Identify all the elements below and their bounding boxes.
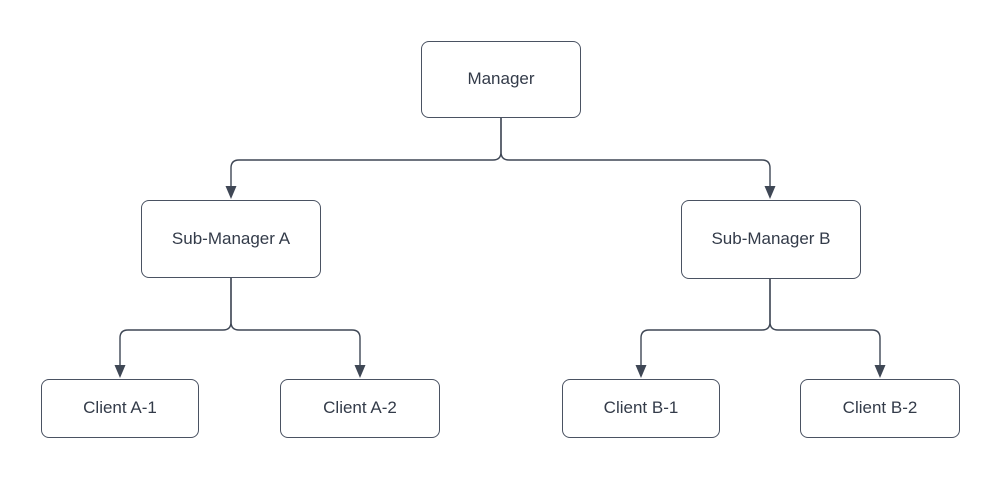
arrowhead-sub-b: [764, 186, 776, 199]
node-client-b2: Client B-2: [800, 379, 960, 438]
edge-sub-b-client-b2: [769, 279, 881, 366]
node-client-a1-label: Client A-1: [83, 398, 157, 418]
edge-sub-a-client-a2: [230, 278, 361, 366]
node-client-a2-label: Client A-2: [323, 398, 397, 418]
node-client-b1: Client B-1: [562, 379, 720, 438]
node-sub-manager-a: Sub-Manager A: [141, 200, 321, 278]
node-client-b1-label: Client B-1: [603, 398, 679, 418]
arrowhead-client-b2: [874, 365, 886, 378]
node-client-b2-label: Client B-2: [842, 398, 918, 418]
edge-sub-a-client-a1: [119, 278, 232, 366]
node-sub-manager-b-label: Sub-Manager B: [711, 229, 831, 249]
arrowhead-client-a2: [354, 365, 366, 378]
node-client-a1: Client A-1: [41, 379, 199, 438]
node-client-a2: Client A-2: [280, 379, 440, 438]
arrowhead-client-a1: [114, 365, 126, 378]
edge-manager-sub-b: [500, 118, 771, 187]
arrowhead-client-b1: [635, 365, 647, 378]
node-sub-manager-a-label: Sub-Manager A: [171, 228, 291, 248]
node-manager-label: Manager: [467, 69, 535, 89]
arrowhead-sub-a: [225, 186, 237, 199]
edge-sub-b-client-b1: [640, 279, 771, 366]
edge-manager-sub-a: [230, 118, 502, 187]
node-sub-manager-b: Sub-Manager B: [681, 200, 861, 279]
node-manager: Manager: [421, 41, 581, 118]
